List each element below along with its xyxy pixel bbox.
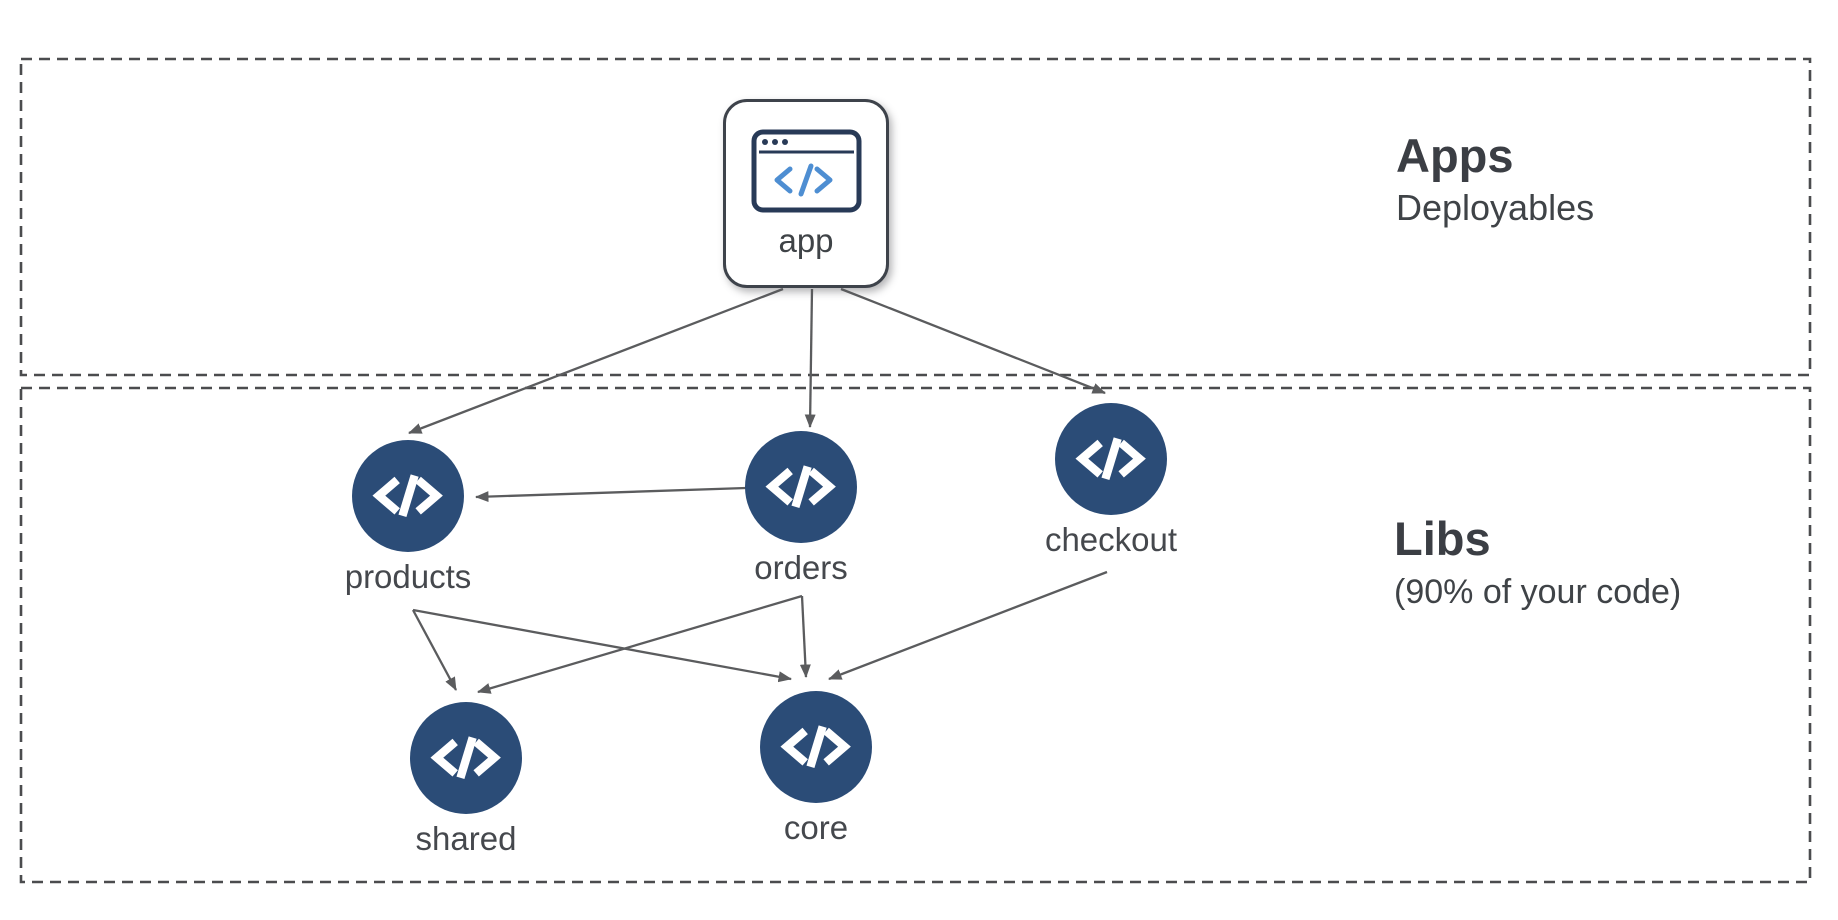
section-box-apps [19, 57, 1812, 377]
section-title-libs: Libs [1394, 512, 1491, 565]
code-icon [1075, 437, 1147, 481]
code-glyph [774, 163, 832, 197]
edge-orders-core [799, 595, 811, 678]
lib-node-orders [745, 431, 857, 543]
node-label-products: products [344, 558, 472, 595]
code-icon [765, 465, 837, 509]
lib-node-shared [410, 702, 522, 814]
edge-products-core [412, 608, 792, 683]
node-app: app [723, 99, 889, 288]
edge-checkout-core [828, 570, 1108, 681]
node-label-core: core [783, 809, 849, 846]
dependency-arrows [408, 287, 1108, 694]
node-label-checkout: checkout [1044, 521, 1178, 558]
node-label-orders: orders [754, 549, 848, 586]
section-label-libs: Libs (90% of your code) [1394, 511, 1681, 613]
browser-code-icon [751, 129, 861, 213]
lib-node-checkout [1055, 403, 1167, 515]
edge-app-checkout [840, 287, 1106, 395]
section-title-apps: Apps [1396, 129, 1514, 182]
code-icon [430, 736, 502, 780]
node-label-app: app [778, 222, 834, 259]
code-icon [780, 725, 852, 769]
code-icon [372, 474, 444, 518]
section-boxes [19, 57, 1812, 884]
section-subtitle-libs: (90% of your code) [1394, 573, 1682, 612]
edge-products-shared [411, 609, 458, 691]
lib-node-core [760, 691, 872, 803]
edge-orders-shared [477, 594, 803, 694]
edge-app-products [408, 287, 784, 435]
section-label-apps: Apps Deployables [1396, 128, 1594, 229]
lib-node-products [352, 440, 464, 552]
section-subtitle-apps: Deployables [1396, 187, 1595, 229]
edge-app-orders [804, 288, 816, 428]
edge-orders-products [475, 486, 747, 503]
node-label-shared: shared [415, 820, 517, 857]
section-box-libs [19, 386, 1812, 884]
